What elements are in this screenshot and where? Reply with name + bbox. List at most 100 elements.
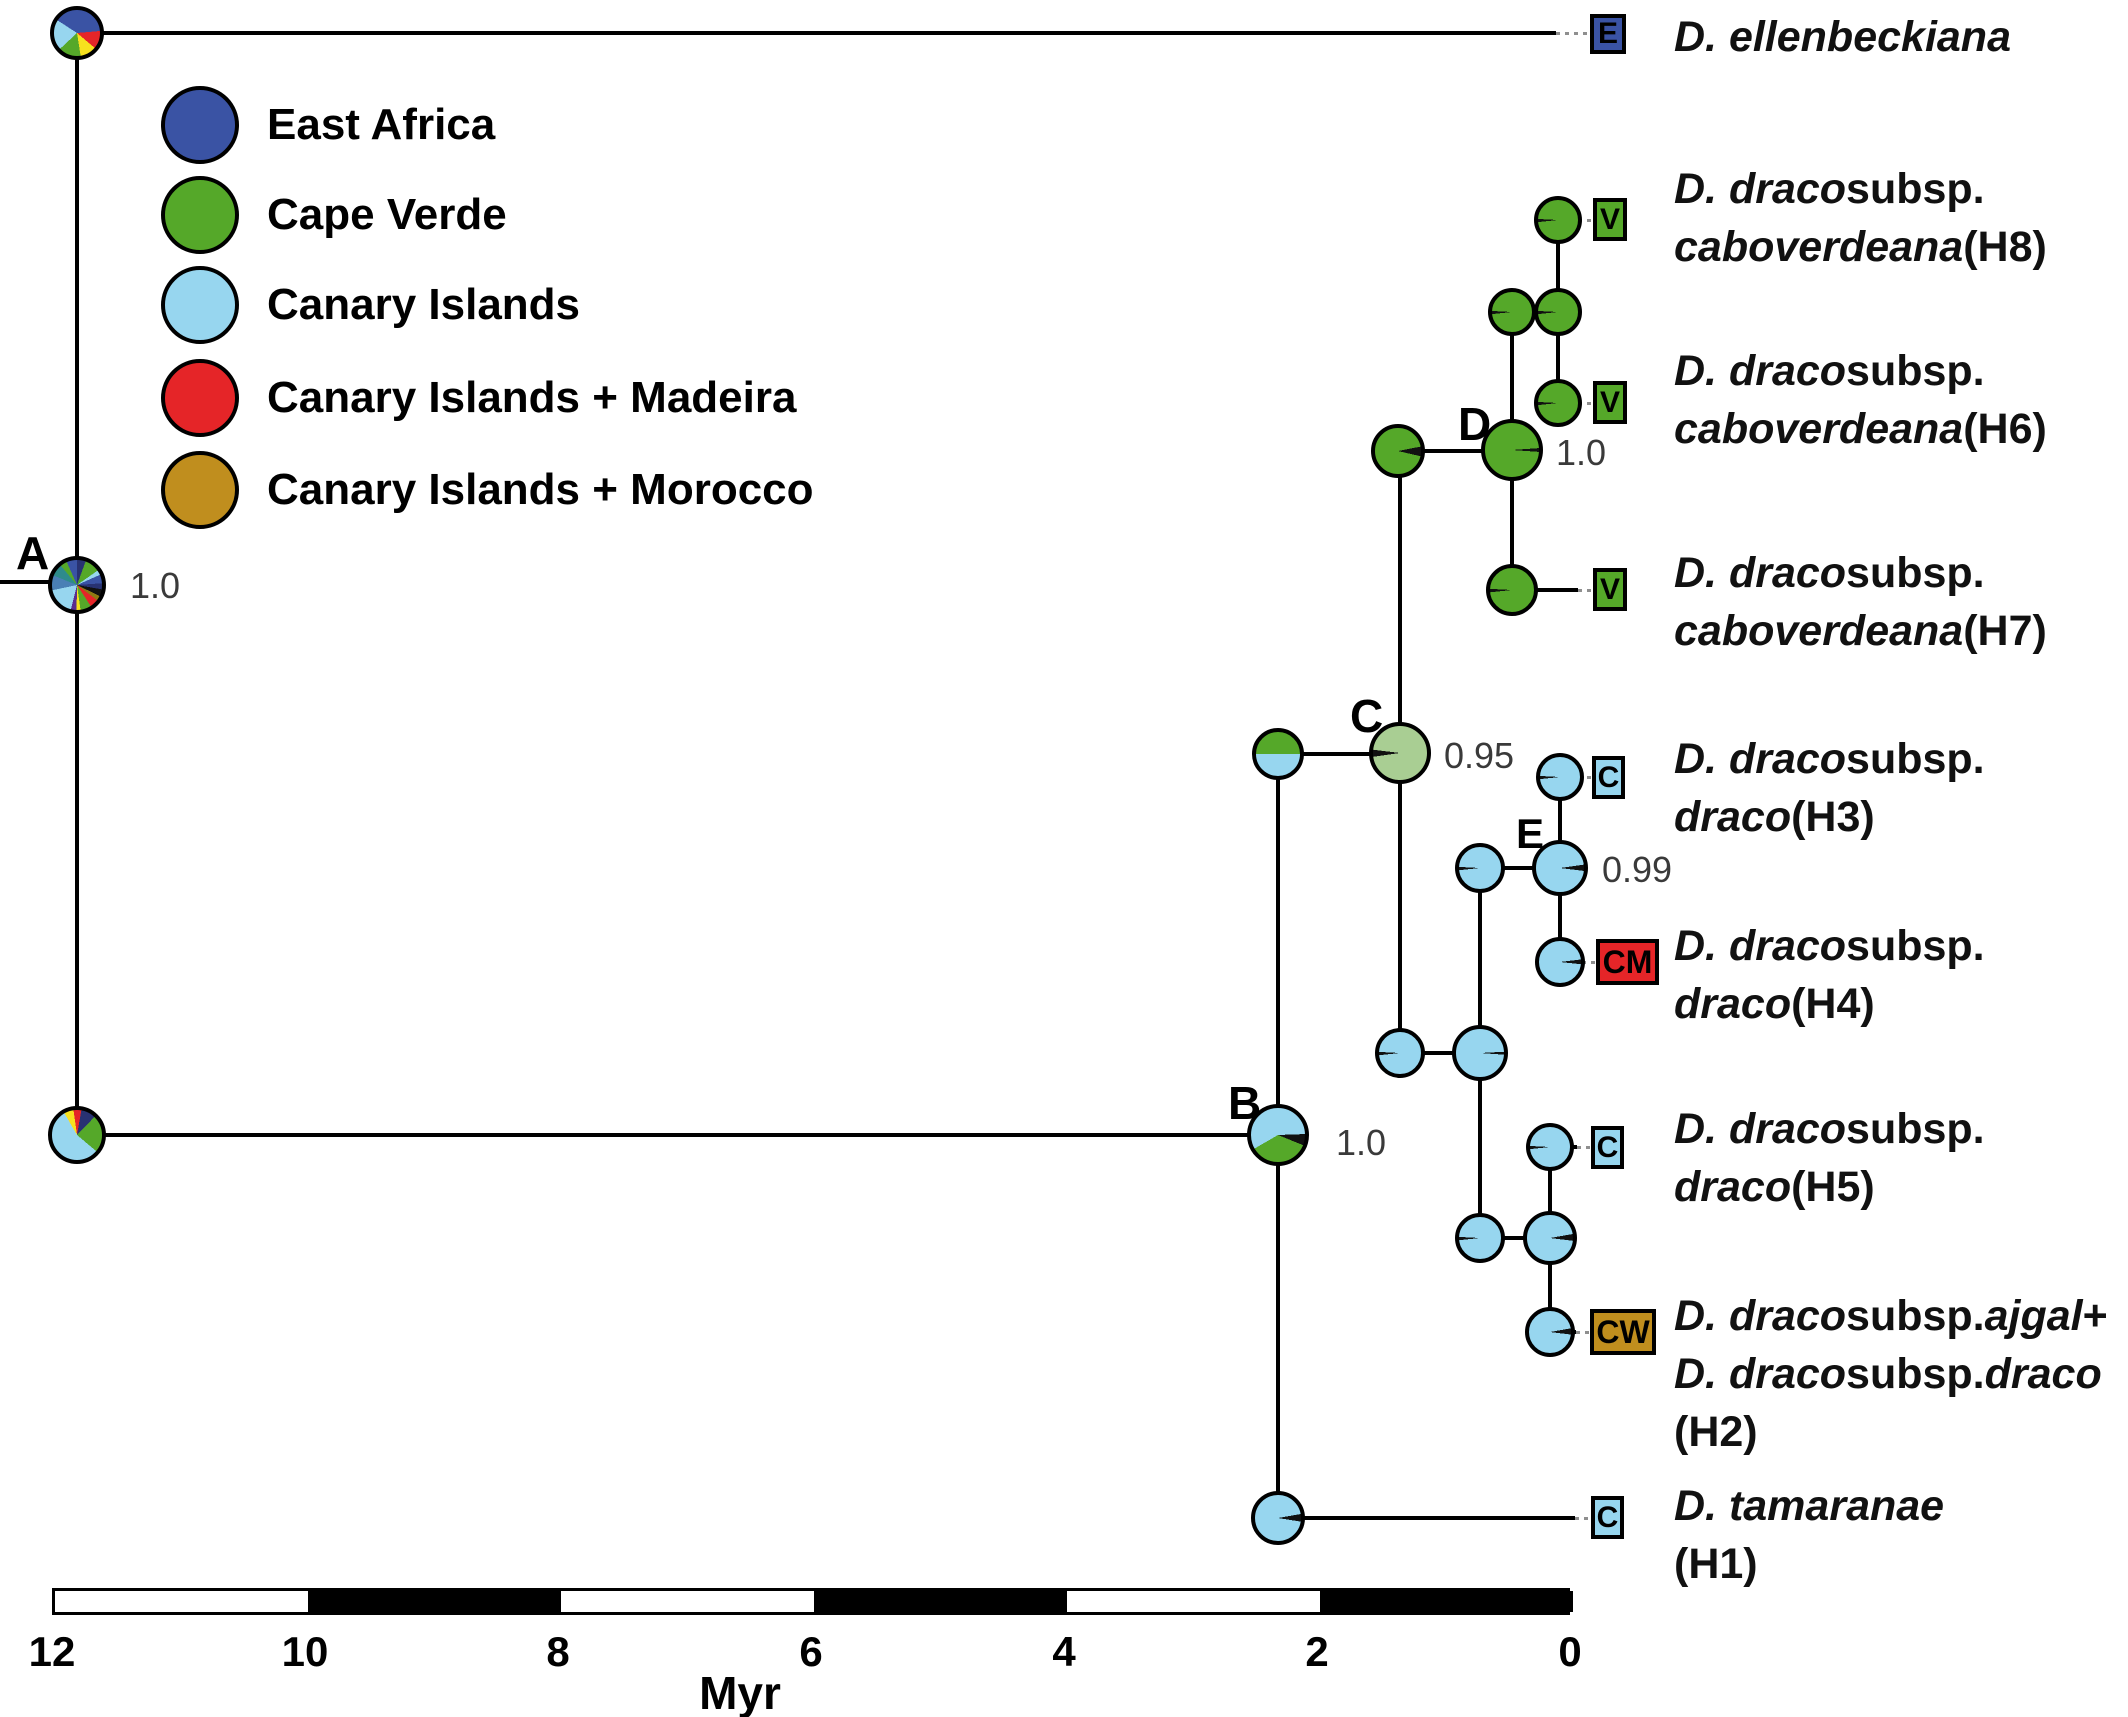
scalebar-tick-0: 0 bbox=[1558, 1628, 1582, 1675]
node-B-pie bbox=[1247, 1104, 1309, 1166]
box-V1-letter: V bbox=[1599, 202, 1620, 236]
scalebar-tick-12: 12 bbox=[28, 1628, 76, 1675]
taxon-text-run: subsp. bbox=[1846, 164, 1985, 213]
box-V1: V bbox=[1593, 198, 1627, 241]
box-C1: C bbox=[1592, 756, 1625, 799]
legend-swatch-2 bbox=[161, 266, 239, 344]
taxon-text-run: draco bbox=[1674, 792, 1792, 841]
scalebar-segment-2 bbox=[561, 1591, 814, 1612]
box-C2: C bbox=[1591, 1126, 1624, 1169]
node-pair2-right-pie bbox=[1452, 1025, 1508, 1081]
taxon-text-run: caboverdeana bbox=[1674, 222, 1964, 271]
scalebar-segment-4 bbox=[1067, 1591, 1320, 1612]
tip-H8-pie bbox=[1534, 196, 1582, 244]
branch-25 bbox=[1400, 1051, 1480, 1055]
lab-H2-line: D. draco subsp. draco bbox=[1674, 1345, 2108, 1403]
legend-label-1: Cape Verde bbox=[267, 190, 507, 239]
taxon-text-run: (H8) bbox=[1963, 222, 2047, 271]
tip-H1-pie bbox=[1251, 1491, 1305, 1545]
support-E: 0.99 bbox=[1602, 849, 1673, 890]
box-C1-letter: C bbox=[1597, 760, 1620, 794]
branch-connector-31 bbox=[1576, 1330, 1590, 1334]
node-lower-left-pie bbox=[48, 1106, 106, 1164]
time-scale-bar bbox=[52, 1588, 1573, 1615]
tip-H3-pie bbox=[1536, 753, 1584, 801]
lab-H2: D. draco subsp. ajgal +D. draco subsp. d… bbox=[1674, 1287, 2108, 1461]
lab-H5-line: draco (H5) bbox=[1674, 1158, 1985, 1216]
scalebar-segment-1 bbox=[308, 1591, 561, 1612]
lab-H4-line: draco (H4) bbox=[1674, 975, 1985, 1033]
tip-H7-pie bbox=[1486, 564, 1538, 616]
root-pie bbox=[50, 6, 104, 60]
tip-H4-pie bbox=[1535, 937, 1585, 987]
node-green-left-pie bbox=[1371, 424, 1425, 478]
branch-connector-23 bbox=[1582, 960, 1596, 964]
lab-H8: D. draco subsp. caboverdeana (H8) bbox=[1674, 160, 2047, 276]
node-pair3-left-pie bbox=[1455, 1213, 1505, 1263]
lab-H8-line: caboverdeana (H8) bbox=[1674, 218, 2047, 276]
taxon-text-run: D. draco bbox=[1674, 164, 1847, 213]
support-A: 1.0 bbox=[130, 565, 181, 606]
branch-connector-21 bbox=[1578, 775, 1592, 779]
taxon-text-run: D. tamaranae bbox=[1674, 1481, 1945, 1530]
taxon-text-run: (H4) bbox=[1791, 979, 1875, 1028]
lab-H7: D. draco subsp.caboverdeana (H7) bbox=[1674, 544, 2047, 660]
scalebar-tick-2: 2 bbox=[1305, 1628, 1329, 1675]
box-CW: CW bbox=[1590, 1309, 1656, 1355]
lab-H1-line: D. tamaranae bbox=[1674, 1477, 1944, 1535]
label-A: A bbox=[16, 527, 50, 579]
box-C3: C bbox=[1591, 1496, 1624, 1539]
legend-swatch-1 bbox=[161, 176, 239, 254]
taxon-text-run: subsp. bbox=[1846, 1349, 1985, 1398]
label-D: D bbox=[1458, 398, 1492, 450]
taxon-text-run: D. draco bbox=[1674, 1291, 1847, 1340]
box-V3-letter: V bbox=[1599, 572, 1620, 606]
support-D: 1.0 bbox=[1556, 432, 1607, 473]
taxon-text-run: D. draco bbox=[1674, 1104, 1847, 1153]
box-V2-letter: V bbox=[1599, 385, 1620, 419]
lab-H3: D. draco subsp.draco (H3) bbox=[1674, 730, 1985, 846]
legend-swatch-0 bbox=[161, 86, 239, 164]
node-E-pair-left-pie bbox=[1455, 843, 1505, 893]
node-pair3-right-pie bbox=[1523, 1211, 1577, 1265]
taxon-text-run: subsp. bbox=[1846, 1291, 1985, 1340]
legend-swatch-3 bbox=[161, 359, 239, 437]
lab-H7-line: caboverdeana (H7) bbox=[1674, 602, 2047, 660]
taxon-text-run: (H5) bbox=[1791, 1162, 1875, 1211]
lab-H6: D. draco subsp.caboverdeana (H6) bbox=[1674, 342, 2047, 458]
taxon-text-run: subsp. bbox=[1846, 921, 1985, 970]
box-E: E bbox=[1590, 14, 1626, 54]
box-C2-letter: C bbox=[1596, 1130, 1619, 1164]
taxon-text-run: subsp. bbox=[1846, 346, 1985, 395]
branch-connector-17 bbox=[1578, 588, 1593, 592]
branch-connector-33 bbox=[1575, 1516, 1591, 1520]
lab-H6-line: D. draco subsp. bbox=[1674, 342, 2047, 400]
node-A-pie bbox=[48, 556, 106, 614]
branch-1 bbox=[77, 31, 1556, 35]
taxon-text-run: draco bbox=[1674, 1162, 1792, 1211]
taxon-text-run: caboverdeana bbox=[1674, 404, 1964, 453]
branch-6 bbox=[1278, 752, 1400, 756]
lab-ellenbeckiana: D. ellenbeckiana bbox=[1674, 8, 2011, 66]
label-B: B bbox=[1228, 1077, 1262, 1129]
taxon-text-run: subsp. bbox=[1846, 1104, 1985, 1153]
legend-label-0: East Africa bbox=[267, 100, 496, 149]
label-E: E bbox=[1516, 810, 1545, 857]
tip-H2-pie bbox=[1525, 1307, 1575, 1357]
lab-H5: D. draco subsp. draco (H5) bbox=[1674, 1100, 1985, 1216]
taxon-text-run: ajgal bbox=[1984, 1291, 2083, 1340]
branch-8 bbox=[1400, 449, 1512, 453]
legend-swatch-4 bbox=[161, 451, 239, 529]
scalebar-tick-10: 10 bbox=[281, 1628, 329, 1675]
box-C3-letter: C bbox=[1596, 1500, 1619, 1534]
node-pair2-left-pie bbox=[1375, 1028, 1425, 1078]
taxon-text-run: D. draco bbox=[1674, 548, 1847, 597]
lab-H1-line: (H1) bbox=[1674, 1535, 1944, 1593]
box-CW-letter: CW bbox=[1596, 1313, 1650, 1350]
scalebar-segment-3 bbox=[814, 1591, 1067, 1612]
lab-H7-line: D. draco subsp. bbox=[1674, 544, 2047, 602]
lab-H2-line: (H2) bbox=[1674, 1403, 2108, 1461]
scalebar-segment-5 bbox=[1320, 1591, 1573, 1612]
lab-ellenbeckiana-line: D. ellenbeckiana bbox=[1674, 8, 2011, 66]
